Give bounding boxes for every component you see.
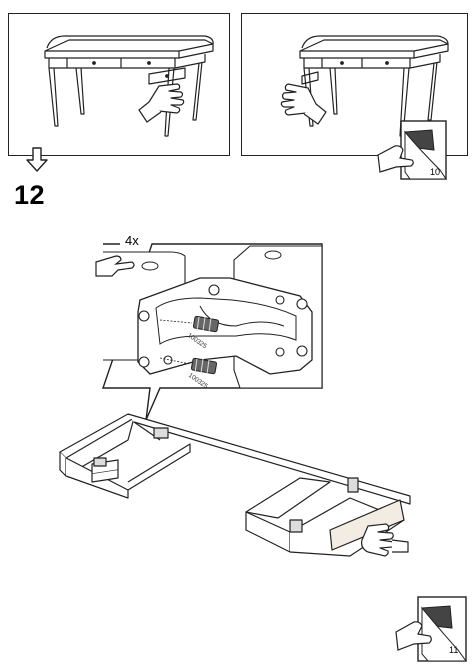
desk-illustration-right xyxy=(280,35,449,137)
hand-icon xyxy=(361,523,409,557)
screw-icon xyxy=(159,315,220,333)
desk-illustration-left xyxy=(44,35,214,137)
part-code-label: 100325 xyxy=(185,332,208,351)
hand-icon xyxy=(95,255,135,277)
frame-assembly xyxy=(59,413,411,557)
hand-icon xyxy=(280,83,327,125)
page-reference-bottom: 11 xyxy=(449,645,459,655)
panel-desk-drawer-push xyxy=(241,13,468,156)
detail-callout xyxy=(95,243,323,421)
quantity-label: 4x xyxy=(125,233,139,248)
screw-icon xyxy=(159,357,218,375)
page-reference-top: 10 xyxy=(430,167,441,177)
part-code-label: 100325 xyxy=(186,372,209,391)
panel-desk-drawer-pull xyxy=(8,13,230,156)
hand-icon xyxy=(138,83,185,123)
step-number: 12 xyxy=(14,180,46,210)
